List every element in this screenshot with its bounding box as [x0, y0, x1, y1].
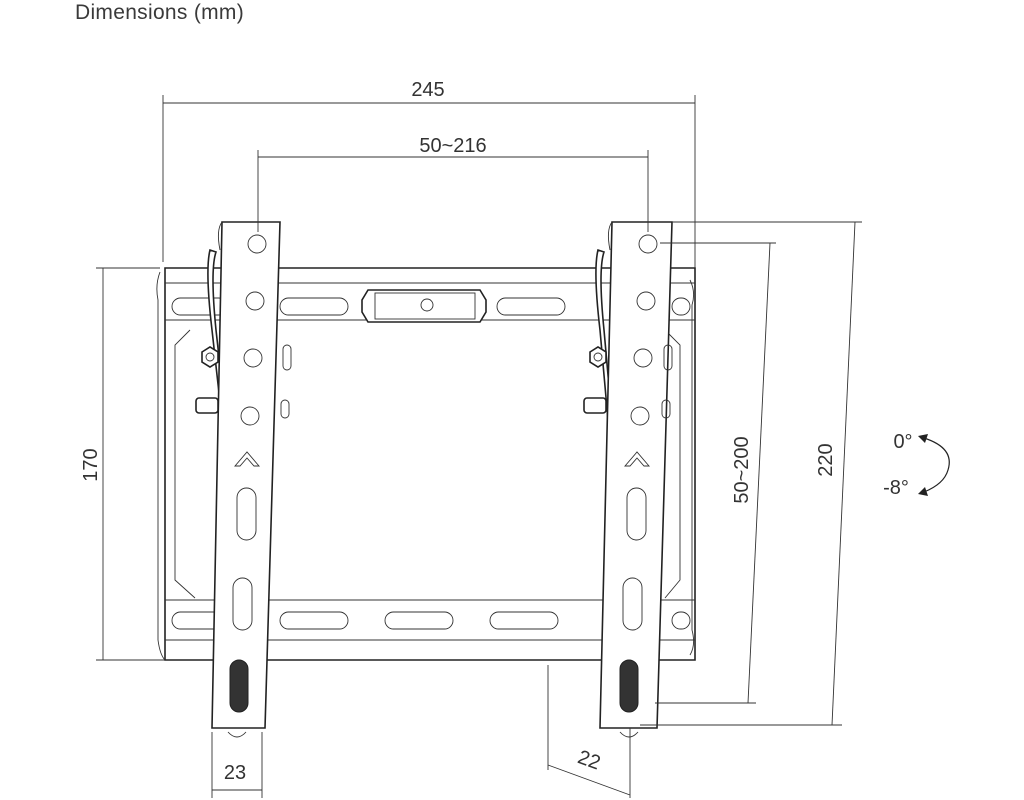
right-arm: [583, 221, 673, 738]
dim-label-overall-width: 245: [411, 79, 444, 101]
wall-plate: [156, 267, 696, 661]
dimension-plate-height: 170: [80, 267, 165, 661]
dim-label-vesa-horizontal: 50~216: [419, 135, 486, 157]
diagram-title: Dimensions (mm): [75, 1, 245, 24]
tilt-indicator: 0° -8°: [883, 431, 950, 499]
dim-label-arm-width: 23: [224, 762, 246, 784]
dim-label-plate-height: 170: [80, 448, 102, 481]
dim-label-wall-depth: 22: [575, 746, 603, 774]
dimension-overall-height: 220: [640, 221, 862, 726]
dimension-arm-width: 23: [211, 732, 263, 798]
dim-label-overall-height: 220: [815, 443, 837, 476]
center-lock: [361, 289, 487, 323]
tilt-min-label: -8°: [883, 477, 909, 499]
bottom-rail-slots: [171, 611, 691, 630]
dimension-vesa-horizontal: 50~216: [257, 135, 649, 232]
dim-label-vesa-vertical: 50~200: [731, 436, 753, 503]
dimension-vesa-vertical: 50~200: [655, 242, 776, 704]
tilt-arc-arrow-icon: [923, 437, 950, 493]
tilt-max-label: 0°: [893, 431, 912, 453]
left-arm: [195, 221, 292, 738]
dimension-overall-width: 245: [162, 79, 696, 268]
